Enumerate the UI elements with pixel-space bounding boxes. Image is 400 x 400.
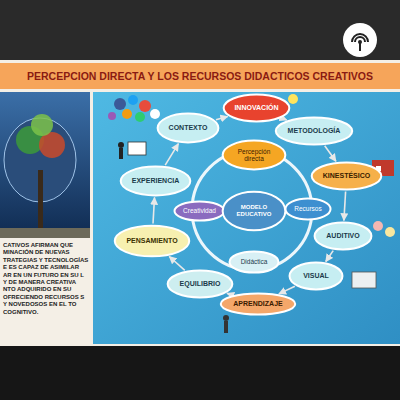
concept-oval: INNOVACIÓN bbox=[223, 94, 290, 122]
concept-oval: Recursos bbox=[285, 198, 331, 220]
flow-arrow bbox=[165, 144, 178, 166]
concept-text: INNOVACIÓN bbox=[234, 104, 278, 112]
concept-oval: Didáctica bbox=[229, 251, 279, 273]
flow-arrow bbox=[325, 146, 336, 162]
social-icon bbox=[128, 95, 138, 105]
social-icon bbox=[150, 109, 160, 119]
concept-oval: Percepción directa bbox=[222, 140, 286, 170]
bulb-icon bbox=[288, 94, 298, 104]
concept-text: VISUAL bbox=[303, 272, 329, 280]
concept-oval: CONTEXTO bbox=[157, 113, 219, 143]
oval-fill bbox=[223, 192, 286, 230]
children-icon bbox=[373, 221, 383, 231]
concept-oval: KINESTÉSICO bbox=[311, 162, 382, 190]
oval-fill bbox=[158, 114, 219, 143]
flow-arrow bbox=[282, 118, 287, 120]
oval-fill bbox=[115, 226, 189, 257]
concept-text: MODELO EDUCATIVO bbox=[233, 204, 275, 217]
flow-arrow bbox=[279, 286, 295, 294]
concept-text: Recursos bbox=[294, 205, 321, 212]
concept-oval: MODELO EDUCATIVO bbox=[222, 191, 286, 231]
ground-strip bbox=[0, 228, 90, 238]
concept-text: CONTEXTO bbox=[169, 124, 208, 132]
flow-arrow bbox=[169, 257, 185, 271]
brain-panel bbox=[0, 92, 90, 238]
oval-fill bbox=[276, 118, 352, 145]
concept-oval: EQUILIBRIO bbox=[167, 270, 233, 298]
oval-fill bbox=[175, 201, 225, 220]
tree-trunk bbox=[38, 170, 43, 230]
tree-leaves bbox=[31, 114, 53, 136]
concept-text: KINESTÉSICO bbox=[323, 172, 370, 180]
concept-text: PENSAMIENTO bbox=[126, 237, 177, 245]
person-icon bbox=[224, 321, 228, 333]
flow-arrow bbox=[326, 251, 333, 262]
side-note: CATIVOS AFIRMAN QUE MINACIÓN DE NUEVAS T… bbox=[3, 242, 89, 316]
teacher-figure bbox=[118, 142, 124, 148]
children-icon bbox=[385, 227, 395, 237]
oval-fill bbox=[230, 251, 279, 272]
oval-fill bbox=[315, 223, 372, 250]
teacher-board bbox=[128, 142, 146, 155]
concept-oval: PENSAMIENTO bbox=[114, 225, 190, 257]
concept-text: APRENDIZAJE bbox=[233, 300, 282, 308]
oval-fill bbox=[312, 163, 382, 190]
oval-fill bbox=[290, 263, 343, 290]
person-icon bbox=[223, 315, 229, 321]
concept-text: Creatividad bbox=[183, 207, 216, 214]
social-icon bbox=[135, 112, 145, 122]
flow-arrow bbox=[153, 198, 155, 224]
screen-bezel bbox=[0, 0, 400, 60]
oval-fill bbox=[168, 271, 233, 298]
oval-fill bbox=[285, 198, 330, 219]
screen-bottom bbox=[0, 346, 400, 400]
concept-text: AUDITIVO bbox=[326, 232, 359, 240]
oval-fill bbox=[221, 293, 295, 314]
concept-oval: AUDITIVO bbox=[314, 222, 372, 250]
concept-text: METODOLOGÍA bbox=[288, 127, 341, 135]
slide-ground bbox=[0, 60, 400, 346]
concept-text: Didáctica bbox=[241, 258, 268, 265]
social-icon bbox=[108, 112, 116, 120]
concept-oval: METODOLOGÍA bbox=[275, 117, 353, 145]
social-icon bbox=[114, 98, 126, 110]
map-panel bbox=[93, 92, 400, 344]
title-band bbox=[0, 63, 400, 89]
oval-fill bbox=[224, 95, 290, 122]
podcast-icon bbox=[359, 43, 361, 51]
podcast-icon bbox=[343, 23, 377, 57]
social-icon bbox=[139, 100, 151, 112]
flow-arrow bbox=[344, 192, 346, 221]
oval-fill bbox=[121, 167, 191, 196]
social-icon bbox=[122, 109, 132, 119]
concept-text: Percepción directa bbox=[233, 148, 275, 162]
concept-oval: APRENDIZAJE bbox=[220, 293, 296, 315]
screen-icon bbox=[352, 272, 376, 288]
concept-oval: Creatividad bbox=[174, 201, 225, 221]
oval-fill bbox=[223, 141, 286, 170]
map-title: PERCEPCION DIRECTA Y LOS RECURSOS DIDACT… bbox=[0, 64, 400, 88]
flow-arrow bbox=[227, 293, 232, 295]
concept-oval: EXPERIENCIA bbox=[120, 166, 191, 196]
concept-oval: VISUAL bbox=[289, 262, 343, 290]
concept-text: EQUILIBRIO bbox=[180, 280, 221, 288]
teacher-figure bbox=[119, 148, 123, 159]
flow-arrow bbox=[216, 116, 228, 119]
concept-text: EXPERIENCIA bbox=[132, 177, 179, 185]
